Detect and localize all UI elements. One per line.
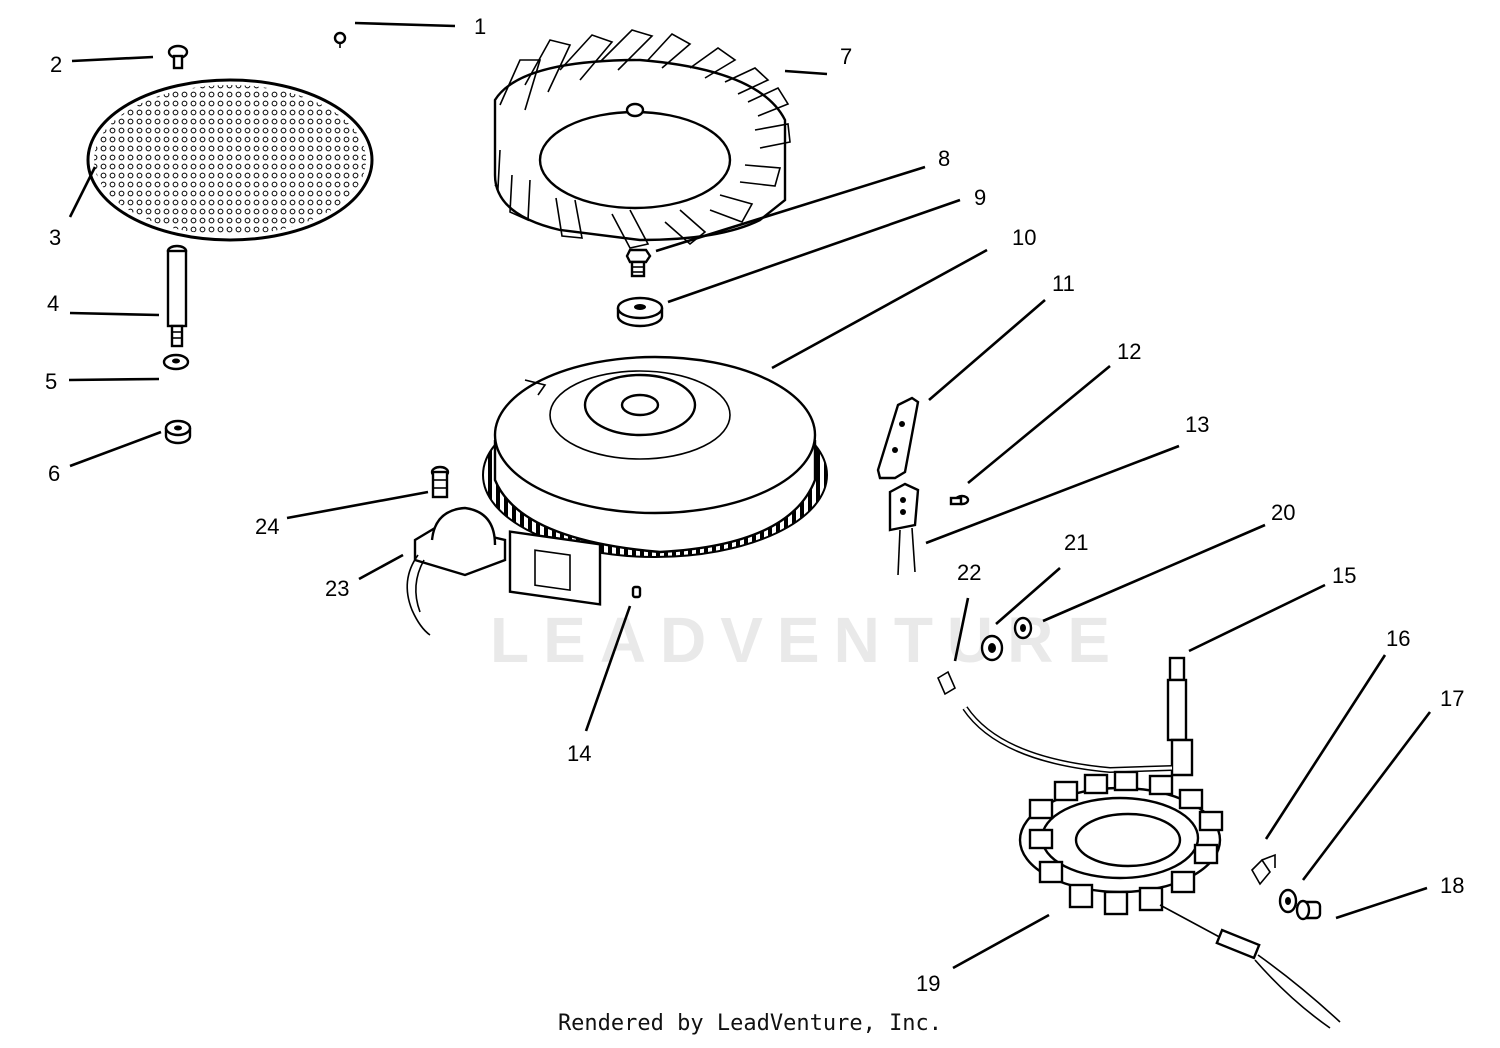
callout-16: 16 bbox=[1386, 626, 1410, 651]
part-13-terminal bbox=[888, 482, 920, 576]
callout-6: 6 bbox=[48, 461, 60, 486]
part-4-standoff bbox=[166, 244, 188, 348]
callout-7: 7 bbox=[840, 44, 852, 69]
part-14-key bbox=[631, 585, 642, 599]
part-3-screen bbox=[86, 78, 374, 242]
callout-17: 17 bbox=[1440, 686, 1464, 711]
part-5-washer bbox=[162, 353, 190, 371]
part-6-spacer bbox=[164, 419, 192, 445]
callout-20: 20 bbox=[1271, 500, 1295, 525]
part-15-plug-lead bbox=[962, 656, 1194, 777]
part-18-screw bbox=[1295, 899, 1322, 921]
callout-19: 19 bbox=[916, 971, 940, 996]
part-16-clip bbox=[1251, 853, 1276, 886]
footer-credit: Rendered by LeadVenture, Inc. bbox=[557, 1011, 943, 1036]
callout-10: 10 bbox=[1012, 225, 1036, 250]
callout-4: 4 bbox=[47, 291, 59, 316]
part-24-bolt bbox=[430, 465, 450, 499]
callout-1: 1 bbox=[474, 14, 486, 39]
callout-23: 23 bbox=[325, 576, 349, 601]
callout-11: 11 bbox=[1052, 271, 1075, 296]
part-2-screw bbox=[167, 44, 189, 70]
callout-3: 3 bbox=[49, 225, 61, 250]
callout-15: 15 bbox=[1332, 563, 1356, 588]
part-8-bolt bbox=[625, 248, 652, 278]
part-10-flywheel bbox=[482, 355, 828, 606]
callout-18: 18 bbox=[1440, 873, 1464, 898]
callout-24: 24 bbox=[255, 514, 279, 539]
part-12-screw bbox=[949, 494, 970, 506]
callout-21: 21 bbox=[1064, 530, 1088, 555]
part-22-terminal bbox=[936, 670, 957, 696]
part-9-washer bbox=[616, 296, 664, 328]
callout-8: 8 bbox=[938, 146, 950, 171]
callout-5: 5 bbox=[45, 369, 57, 394]
callout-12: 12 bbox=[1117, 339, 1141, 364]
callout-2: 2 bbox=[50, 52, 62, 77]
part-17-washer bbox=[1278, 888, 1298, 914]
part-21-nut bbox=[980, 634, 1004, 662]
part-23-module bbox=[406, 506, 507, 636]
part-11-bracket bbox=[876, 396, 920, 480]
callout-9: 9 bbox=[974, 185, 986, 210]
callout-14: 14 bbox=[567, 741, 591, 766]
part-19-stator bbox=[1018, 770, 1341, 1029]
callout-13: 13 bbox=[1185, 412, 1209, 437]
callout-numbers: 1 2 3 4 5 6 7 8 9 10 11 12 13 14 15 16 1… bbox=[45, 14, 1464, 996]
part-7-fan bbox=[493, 29, 791, 249]
part-1-screw bbox=[333, 31, 347, 48]
leader-lines bbox=[68, 21, 1432, 970]
part-20-washer bbox=[1013, 616, 1033, 640]
callout-22: 22 bbox=[957, 560, 981, 585]
watermark-text: LEADVENTURE bbox=[490, 604, 1124, 676]
